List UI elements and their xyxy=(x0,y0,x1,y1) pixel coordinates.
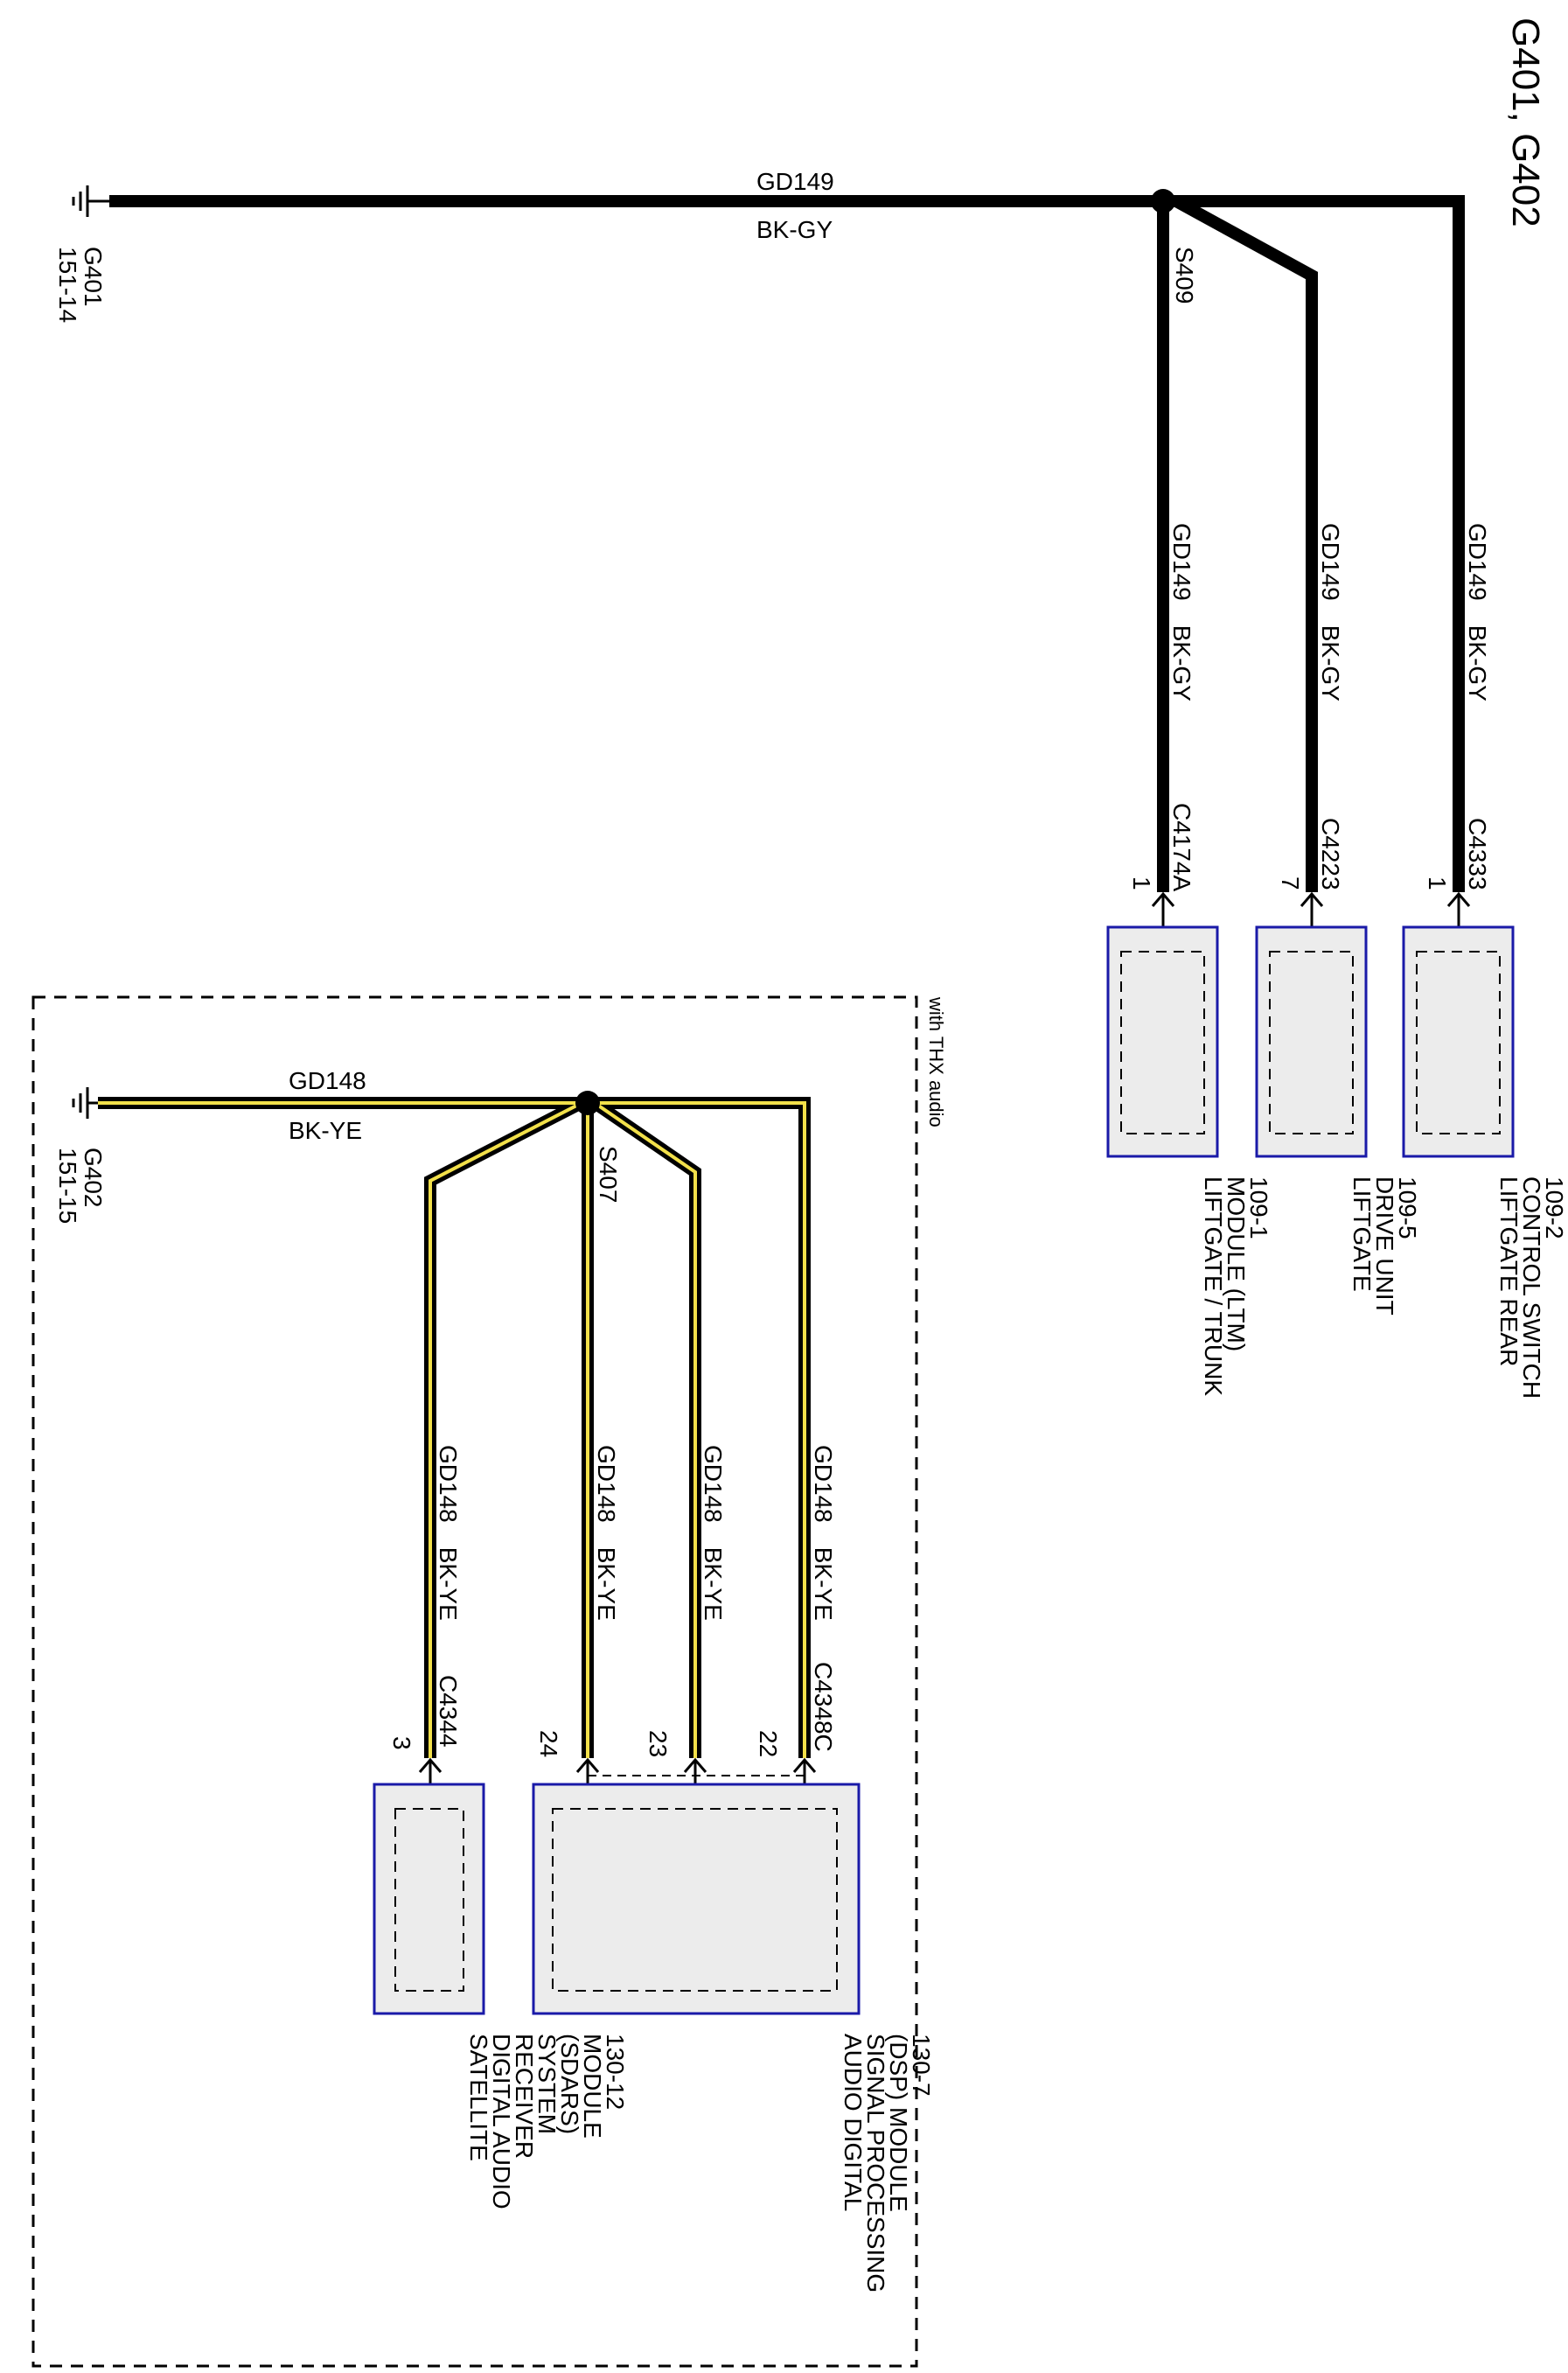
wire-gd148-tracer xyxy=(98,1101,806,1758)
connector-label-c4333: C4333 xyxy=(1464,818,1491,890)
wire-label-circuit-g401: GD149 xyxy=(756,168,834,195)
module-box-drive-unit xyxy=(1255,925,1368,1158)
ground-ref-g402: 151-15 xyxy=(54,1148,81,1224)
module-box-rear-switch xyxy=(1402,925,1515,1158)
ground-label-g402: G402 xyxy=(80,1148,107,1208)
branch-label-dsp-22: GD148BK-YE xyxy=(810,1445,837,1621)
splice-label-s409: S409 xyxy=(1171,247,1198,304)
module-name-dsp: AUDIO DIGITAL SIGNAL PROCESSING (DSP) MO… xyxy=(840,2034,935,2300)
branch-label-dsp-23: GD148BK-YE xyxy=(700,1445,727,1621)
pin-label-dsp-24: 24 xyxy=(535,1730,562,1757)
module-box-dsp xyxy=(532,1783,861,2015)
module-name-drive-unit: LIFTGATE DRIVE UNIT 109-5 xyxy=(1348,1176,1421,1322)
wire-gd148-outline xyxy=(98,1097,811,1758)
branch-label-drive: GD149BK-GY xyxy=(1317,523,1344,701)
module-box-sdars xyxy=(373,1783,485,2015)
thx-option-box xyxy=(31,995,918,2368)
splice-s409-dot xyxy=(1151,189,1175,213)
diagram-title: G401, G402 xyxy=(1504,17,1547,227)
splice-label-s407: S407 xyxy=(595,1146,622,1203)
pin-label-sdars: 3 xyxy=(388,1736,415,1750)
module-name-rear-switch: LIFTGATE REAR CONTROL SWITCH 109-2 xyxy=(1495,1176,1568,1406)
branch-label-switch: GD149BK-GY xyxy=(1464,523,1491,701)
ground-symbol-g402 xyxy=(72,1087,98,1119)
connector-label-c4348c: C4348C xyxy=(810,1662,837,1752)
branch-label-dsp-24: GD148BK-YE xyxy=(593,1445,620,1621)
connector-label-c4223: C4223 xyxy=(1317,818,1344,890)
connector-label-c4174a: C4174A xyxy=(1168,803,1195,892)
pin-label-dsp-22: 22 xyxy=(755,1730,782,1757)
ground-ref-g401: 151-14 xyxy=(54,247,81,323)
branch-label-ltm: GD149BK-GY xyxy=(1168,523,1195,701)
splice-s407-dot xyxy=(575,1091,600,1115)
branch-label-sdars: GD148BK-YE xyxy=(435,1445,462,1621)
pin-label-dsp-23: 23 xyxy=(645,1730,672,1757)
module-name-ltm: LIFTGATE / TRUNK MODULE (LTM) 109-1 xyxy=(1200,1176,1272,1403)
pin-label-ltm: 1 xyxy=(1128,876,1155,890)
ground-symbol-g401 xyxy=(72,185,109,217)
module-box-ltm xyxy=(1106,925,1219,1158)
module-name-sdars: SATELLITE DIGITAL AUDIO RECEIVER SYSTEM … xyxy=(465,2034,629,2216)
pin-label-drive: 7 xyxy=(1277,876,1304,890)
wire-label-color-g402: BK-YE xyxy=(289,1117,362,1144)
connector-label-c4344: C4344 xyxy=(435,1675,462,1748)
thx-option-label: with THX audio xyxy=(925,996,947,1127)
ground-label-g401: G401 xyxy=(80,247,107,307)
wire-label-color-g401: BK-GY xyxy=(756,216,833,243)
wire-gd149 xyxy=(109,195,1465,892)
pin-label-switch: 1 xyxy=(1424,876,1451,890)
wire-label-circuit-g402: GD148 xyxy=(289,1067,366,1094)
